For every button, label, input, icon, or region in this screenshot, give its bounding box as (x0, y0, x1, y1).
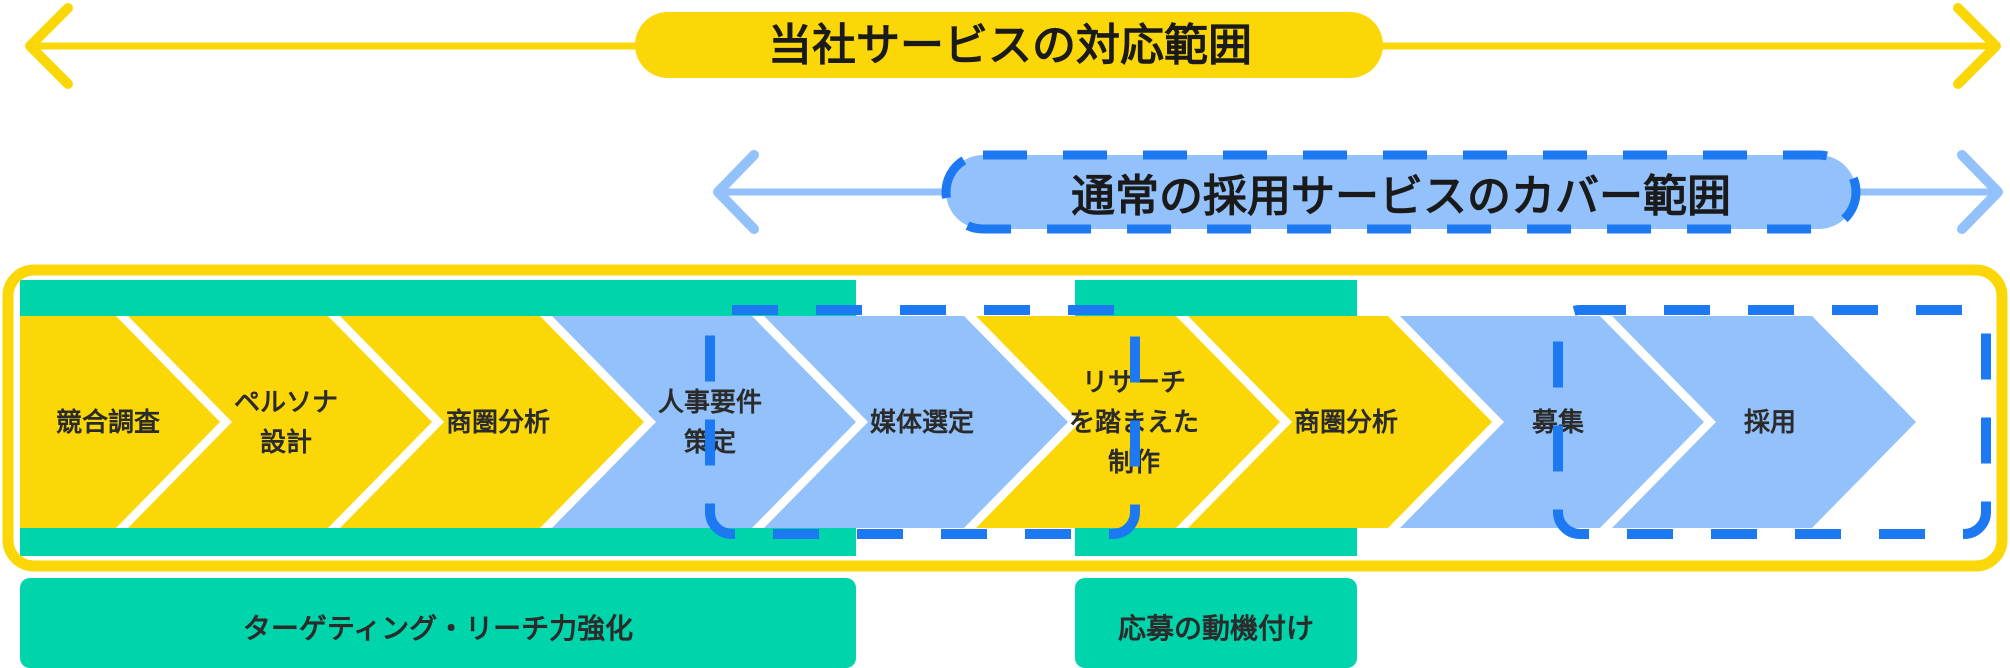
step-label-5: 媒体選定 (870, 407, 974, 438)
hr-media-highlight (705, 305, 1140, 539)
motivation-band-top (1075, 280, 1357, 316)
company-scope-pill (635, 12, 1383, 78)
standard-scope-arrow: 通常の採用サービスのカバー範囲 (713, 150, 2003, 234)
step-chevron-9 (1612, 316, 1916, 528)
step-chevron-5 (764, 316, 1068, 528)
step-label-3: 商圏分析 (446, 407, 550, 438)
dashed-highlights (705, 305, 1991, 539)
company-scope-frame (2, 264, 2008, 572)
targeting-label: ターゲティング・リーチ力強化 (243, 612, 633, 645)
motivation-label-box (1075, 578, 1357, 668)
step-chevron-2 (128, 316, 432, 528)
targeting-label-box (20, 578, 856, 668)
standard-scope-pill (946, 155, 1856, 229)
step-chevron-3 (340, 316, 644, 528)
step-label-1: 競合調査 (56, 407, 160, 438)
step-label-2: ペルソナ設計 (234, 388, 338, 458)
step-chevron-4 (552, 316, 856, 528)
process-steps: 競合調査ペルソナ設計商圏分析人事要件策定媒体選定リサーチを踏まえた制作商圏分析募… (20, 316, 1916, 528)
company-scope-title: 当社サービスの対応範囲 (768, 20, 1252, 71)
targeting-band-top (20, 280, 856, 316)
motivation-label: 応募の動機付け (1118, 612, 1314, 645)
step-chevron-7 (1188, 316, 1492, 528)
step-label-9: 採用 (1744, 408, 1796, 438)
step-chevron-1 (20, 316, 220, 528)
step-chevron-6 (976, 316, 1280, 528)
standard-scope-title: 通常の採用サービスのカバー範囲 (1071, 171, 1731, 222)
standard-scope-dashed-border (941, 150, 1861, 234)
step-label-7: 商圏分析 (1294, 407, 1398, 438)
teal-bands: ターゲティング・リーチ力強化 応募の動機付け (20, 280, 1357, 668)
recruit-hire-highlight (1553, 305, 1991, 539)
company-scope-arrow: 当社サービスの対応範囲 (25, 3, 2001, 89)
step-chevron-8 (1400, 316, 1704, 528)
